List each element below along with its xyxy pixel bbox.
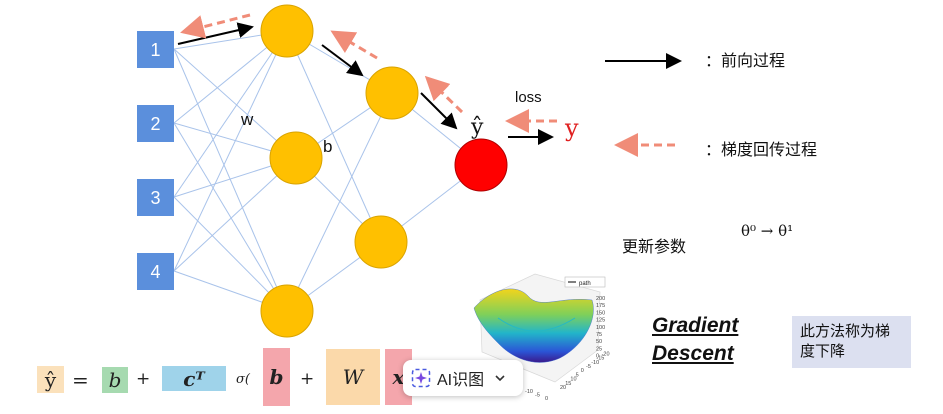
eq-yhat: ŷ	[37, 366, 64, 393]
legend-forward-text: ：前向过程	[705, 53, 786, 70]
plot-tick-label: 5	[576, 372, 579, 378]
eq-b: b	[102, 367, 128, 393]
gradient-descent-line2: Descent	[652, 342, 734, 365]
update-formula: θ⁰ → θ¹	[741, 222, 794, 240]
eq-b-bold: b	[263, 348, 290, 406]
surface	[473, 288, 594, 363]
plot-tick-label: -10	[525, 389, 533, 395]
edge	[173, 30, 288, 272]
forward-arrow	[420, 92, 458, 130]
plot-tick-label: 10	[570, 377, 576, 383]
eq-x: x	[385, 349, 412, 405]
input-box-3	[137, 179, 174, 216]
edge	[286, 30, 382, 243]
plot-tick-label: 175	[596, 303, 605, 309]
plot-tick-label: 25	[596, 346, 602, 352]
input-box-1	[137, 31, 174, 68]
weight-label: w	[240, 110, 254, 129]
hidden-node	[354, 215, 408, 269]
plot-tick-label: 150	[596, 310, 605, 316]
edge	[173, 48, 297, 159]
edge	[173, 48, 288, 312]
forward-arrow	[321, 44, 364, 77]
plot-tick-label: 0	[545, 396, 548, 402]
input-box-4	[137, 253, 174, 290]
forward-arrows	[177, 22, 554, 145]
plot-tick-label: -5	[586, 364, 591, 370]
plot-tick-label: -5	[535, 393, 540, 399]
update-params-label: 更新参数	[622, 239, 687, 256]
eq-cT: cᵀ	[162, 366, 226, 391]
plot-tick-label: -20	[602, 351, 610, 357]
sparkle-icon	[411, 368, 431, 388]
plot-tick-label: 100	[596, 325, 605, 331]
input-label-1: 1	[150, 40, 160, 60]
hidden-node	[260, 4, 314, 58]
backward-arrows	[180, 13, 557, 133]
plot-tick-label: 125	[596, 318, 605, 324]
input-label-3: 3	[150, 188, 160, 208]
method-note-text: 此方法称为梯度下降	[800, 323, 891, 360]
backward-arrow	[180, 13, 251, 39]
hidden-node	[365, 66, 419, 120]
input-label-4: 4	[150, 262, 160, 282]
eq-W: W	[326, 349, 380, 405]
plot-legend-label: path	[579, 281, 591, 287]
hidden-node	[269, 131, 323, 185]
plot-tick-label: 15	[565, 381, 571, 387]
edge	[173, 122, 288, 312]
plot-tick-label: 20	[560, 385, 566, 391]
legend-backward-text: ：梯度回传过程	[705, 142, 818, 159]
chevron-down-icon[interactable]	[494, 372, 506, 384]
input-layer: 1 2 3 4	[137, 31, 174, 290]
edge	[173, 157, 297, 272]
ai-image-label[interactable]: AI识图	[437, 372, 485, 389]
edge	[173, 196, 288, 312]
y-label: y	[564, 114, 579, 142]
plot-tick-label: 200	[596, 296, 605, 302]
eq-equals: =	[72, 368, 89, 392]
plot-tick-label: 75	[596, 332, 602, 338]
gradient-descent-line1: Gradient	[652, 314, 739, 337]
forward-arrow	[177, 22, 254, 45]
eq-plus-1: +	[136, 369, 151, 389]
eq-sigma: σ(	[236, 372, 250, 387]
hidden-layer-1	[260, 4, 323, 338]
method-note-box: 此方法称为梯度下降	[792, 316, 911, 368]
plot-legend	[564, 276, 606, 288]
bias-label: b	[323, 137, 332, 156]
network-edges	[173, 30, 482, 312]
backward-arrow	[424, 75, 464, 114]
hidden-node	[260, 284, 314, 338]
plot-tick-label: 0	[581, 368, 584, 374]
input-label-2: 2	[150, 114, 160, 134]
plot-tick-label: -15	[596, 356, 604, 362]
plot-tick-label: 50	[596, 339, 602, 345]
edge	[286, 92, 393, 312]
plot-tick-label: 0	[596, 354, 599, 360]
output-node	[454, 138, 508, 192]
loss-label: loss	[515, 89, 542, 106]
backward-arrow	[330, 30, 378, 60]
plot-tick-label: -10	[591, 360, 599, 366]
hidden-layer-2	[354, 66, 419, 269]
gradient-descent-title: Gradient Descent	[652, 312, 738, 368]
edge	[173, 30, 288, 198]
input-box-2	[137, 105, 174, 142]
yhat-label: ŷ	[470, 115, 484, 140]
ai-image-toolbar[interactable]: AI识图	[403, 360, 523, 396]
eq-plus-2: +	[300, 369, 315, 389]
